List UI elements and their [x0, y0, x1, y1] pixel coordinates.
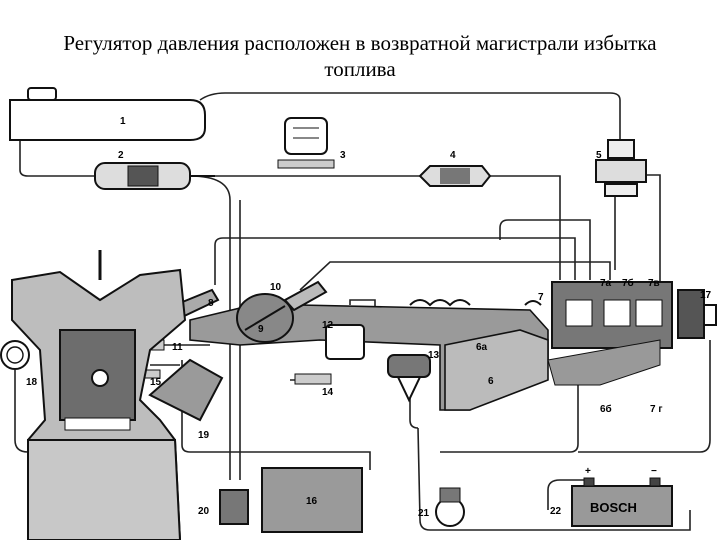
fuel-line-filter-to-regulator	[490, 175, 561, 220]
label-1: 1	[120, 116, 126, 127]
label-15: 15	[150, 377, 162, 388]
label-22: 22	[550, 506, 562, 517]
relay-20: 20	[198, 489, 249, 525]
label-7v: 7в	[648, 278, 660, 289]
battery-brand: BOSCH	[590, 500, 637, 515]
battery-plus: +	[585, 466, 591, 477]
label-10: 10	[270, 282, 282, 293]
label-20: 20	[198, 506, 210, 517]
label-3: 3	[340, 150, 346, 161]
label-2: 2	[118, 150, 124, 161]
title-line-2: топлива	[324, 57, 396, 81]
label-9: 9	[258, 324, 264, 335]
label-14: 14	[322, 387, 334, 398]
fuel-line-tank-to-pump	[19, 135, 95, 177]
fuel-line-to-injector-8	[214, 237, 576, 285]
label-21: 21	[418, 508, 430, 519]
thermo-switch: 14	[294, 373, 334, 398]
fuel-line-return	[199, 92, 621, 140]
control-unit: 16	[261, 467, 363, 533]
wire-battery-plus	[547, 479, 585, 510]
auxiliary-air-valve: 12	[322, 320, 365, 360]
wire-lambda	[417, 427, 691, 531]
label-12: 12	[322, 320, 334, 331]
fuel-pump: 2	[94, 150, 215, 190]
label-7g: 7 г	[650, 404, 663, 415]
wire-sensor-17	[578, 340, 711, 453]
fuel-accumulator: 3	[277, 117, 346, 169]
label-6a: 6а	[476, 342, 488, 353]
label-7b: 7б	[622, 277, 634, 289]
label-7: 7	[538, 292, 544, 303]
fuel-line-regulator-side	[640, 174, 661, 285]
wire-ecu-3	[181, 360, 371, 470]
label-13: 13	[428, 350, 440, 361]
throttle-valve: 9	[236, 293, 294, 343]
gauge-18: 18	[0, 340, 38, 388]
battery-minus: −	[651, 466, 657, 477]
cold-start-valve: 10	[270, 280, 328, 312]
ignition-distributor: 19	[148, 358, 224, 441]
label-8: 8	[208, 298, 214, 309]
slide-title: Регулятор давления расположен в возвратн…	[0, 30, 720, 82]
label-7a: 7а	[600, 278, 612, 289]
label-17: 17	[700, 290, 712, 301]
label-16: 16	[306, 496, 318, 507]
ignition-switch: 21	[418, 487, 465, 527]
battery: BOSCH + − 22	[550, 466, 673, 527]
fuel-injection-diagram: 1 2 3 4 5 6 6а 6б	[0, 87, 717, 540]
fuel-tank: 1	[9, 87, 206, 141]
label-6: 6	[488, 376, 494, 387]
fuel-filter: 4	[418, 150, 492, 187]
wire-switch-to-sensor	[440, 360, 579, 453]
label-6b: 6б	[600, 403, 612, 415]
air-flow-sensor: 6 6а 6б	[444, 329, 612, 415]
pressure-regulator: 5	[595, 139, 647, 197]
fuel-line-to-distributor-2	[499, 219, 591, 280]
fuel-distributor: 7 7а 7б 7в 7 г	[538, 277, 673, 415]
engine-block	[11, 250, 187, 540]
label-5: 5	[596, 150, 602, 161]
title-line-1: Регулятор давления расположен в возвратн…	[63, 31, 657, 55]
wire-ground	[409, 360, 419, 429]
label-4: 4	[450, 150, 456, 161]
sensor-17: 17	[677, 289, 717, 339]
fuel-line-to-valve-10	[299, 261, 611, 291]
label-19: 19	[198, 430, 210, 441]
label-18: 18	[26, 377, 38, 388]
label-11: 11	[172, 342, 183, 353]
lambda-sensor: 13	[387, 350, 440, 403]
